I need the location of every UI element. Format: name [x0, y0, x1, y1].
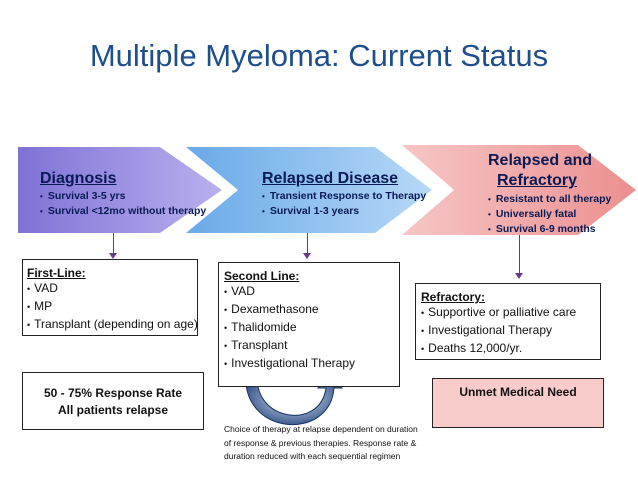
refractory-list: Resistant to all therapy Universally fat… — [488, 193, 612, 238]
refractory-item: Universally fatal — [488, 208, 611, 220]
first-line-item: MP — [27, 299, 193, 313]
second-line-heading: Second Line: — [224, 269, 300, 283]
relapsed-item: Survival 1-3 years — [262, 205, 426, 217]
second-line-item: Transplant — [224, 338, 395, 352]
first-line-item: Transplant (depending on age) — [27, 317, 198, 331]
diagnosis-item: Survival <12mo without therapy — [40, 205, 206, 217]
second-line-item: VAD — [224, 284, 395, 298]
arrowhead — [515, 273, 523, 279]
refractory-item: Survival 6-9 months — [488, 223, 611, 235]
second-line-list: VAD Dexamethasone Thalidomide Transplant… — [224, 284, 395, 370]
unmet-need-box: Unmet Medical Need — [432, 378, 604, 428]
refractory-box-item: Investigational Therapy — [421, 323, 596, 337]
diagnosis-heading: Diagnosis — [40, 170, 117, 187]
arrowhead — [109, 253, 117, 259]
relapsed-list: Transient Response to Therapy Survival 1… — [262, 190, 426, 220]
refractory-item: Resistant to all therapy — [488, 193, 612, 205]
refractory-box-item: Supportive or palliative care — [421, 305, 596, 319]
response-rate-box: 50 - 75% Response Rate All patients rela… — [22, 372, 204, 430]
connector-line — [307, 233, 308, 255]
connector-line — [519, 235, 520, 275]
refractory-heading-line2: Refractory — [497, 172, 578, 189]
first-line-box: First-Line: VAD MP Transplant (depending… — [22, 259, 198, 336]
diagnosis-list: Survival 3-5 yrs Survival <12mo without … — [40, 190, 206, 220]
second-line-box: Second Line: VAD Dexamethasone Thalidomi… — [218, 262, 400, 387]
refractory-heading-line1: Relapsed and — [488, 152, 593, 169]
connector-line — [113, 233, 114, 255]
refractory-box-list: Supportive or palliative care Investigat… — [421, 305, 596, 355]
refractory-box: Refractory: Supportive or palliative car… — [415, 283, 601, 360]
slide-title: Multiple Myeloma: Current Status — [89, 38, 549, 73]
second-line-item: Thalidomide — [224, 320, 395, 334]
arrowhead — [303, 253, 311, 259]
first-line-item: VAD — [27, 281, 193, 295]
therapy-note: Choice of therapy at relapse dependent o… — [224, 424, 418, 461]
relapsed-heading: Relapsed Disease — [262, 170, 399, 187]
u-turn-arrow — [245, 371, 344, 426]
first-line-heading: First-Line: — [27, 266, 86, 280]
first-line-list: VAD MP Transplant (depending on age) — [27, 281, 198, 331]
unmet-need-text: Unmet Medical Need — [459, 385, 577, 399]
relapsed-item: Transient Response to Therapy — [262, 190, 426, 202]
diagnosis-item: Survival 3-5 yrs — [40, 190, 206, 202]
refractory-box-heading: Refractory: — [421, 290, 486, 304]
relapse-line: All patients relapse — [57, 403, 169, 417]
second-line-item: Dexamethasone — [224, 302, 395, 316]
response-rate-line: 50 - 75% Response Rate — [43, 386, 183, 400]
refractory-box-item: Deaths 12,000/yr. — [421, 341, 596, 355]
second-line-item: Investigational Therapy — [224, 356, 395, 370]
